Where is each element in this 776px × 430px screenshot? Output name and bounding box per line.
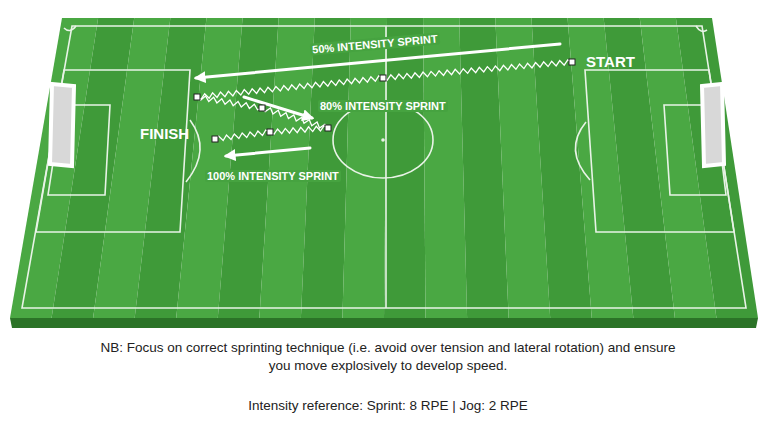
jog-line xyxy=(270,126,328,134)
intensity-reference: Intensity reference: Sprint: 8 RPE | Jog… xyxy=(248,398,528,413)
cone-marker xyxy=(380,75,386,81)
cone-marker xyxy=(212,136,218,142)
cone-marker xyxy=(194,94,200,100)
cone-markers xyxy=(194,59,575,142)
jog-lines xyxy=(197,60,572,141)
sprint-label: 50% INTENSITY SPRINT xyxy=(310,32,440,55)
pitch-stripe xyxy=(676,18,758,318)
jog-line xyxy=(215,130,270,140)
jog-line xyxy=(383,60,572,80)
cone-marker xyxy=(259,105,265,111)
cone-marker xyxy=(325,125,331,131)
cone-marker xyxy=(569,59,575,65)
pitch-stripe xyxy=(384,18,426,318)
jog-line xyxy=(197,96,262,110)
caption-note: NB: Focus on correct sprinting technique… xyxy=(88,339,688,375)
start-label: START xyxy=(586,53,635,70)
pitch-markings xyxy=(22,26,746,308)
sprint-arrows xyxy=(196,44,560,156)
finish-label: FINISH xyxy=(140,125,189,142)
cone-marker xyxy=(267,129,273,135)
jog-line xyxy=(197,76,383,99)
sprint-label: 100% INTENSITY SPRINT xyxy=(205,170,341,182)
pitch-edge xyxy=(10,318,758,328)
centre-spot xyxy=(381,138,385,142)
goal xyxy=(50,84,724,166)
sprint-label: 80% INTENSITY SPRINT xyxy=(318,100,448,112)
pitch-stripes xyxy=(10,18,758,318)
